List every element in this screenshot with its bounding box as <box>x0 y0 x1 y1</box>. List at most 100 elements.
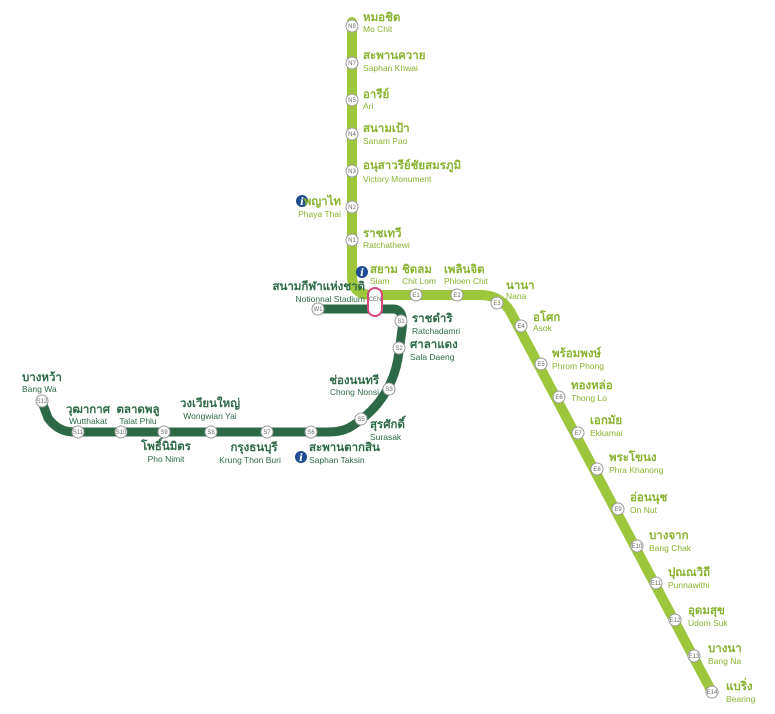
station-code: E11 <box>651 581 662 587</box>
station-name-th: พญาไท <box>304 194 342 208</box>
station-e8[interactable]: E8 พระโขนง Phra Khanong <box>590 449 664 476</box>
station-name-th: อุดมสุข <box>688 603 725 618</box>
station-code: N8 <box>348 24 356 30</box>
station-n3[interactable]: N3 อนุสาวรีย์ชัยสมรภูมิ Victory Monument <box>345 158 461 184</box>
station-name-th: สยาม <box>370 262 398 276</box>
station-s1[interactable]: S1 ราชดำริ Ratchadamri <box>394 311 460 336</box>
station-name-th: สะพานควาย <box>363 48 425 62</box>
station-code: E8 <box>593 467 601 473</box>
station-code: CEN <box>369 297 382 303</box>
station-cen-siam[interactable]: CEN i สยาม Siam <box>356 262 398 317</box>
station-name-th: หมอชิต <box>363 10 400 24</box>
station-name-en: Pho Nimit <box>148 454 185 464</box>
station-e12[interactable]: E12 อุดมสุข Udom Suk <box>668 603 728 628</box>
station-e10[interactable]: E10 บางจาก Bang Chak <box>630 528 692 553</box>
station-s9[interactable]: S9 โพธิ์นิมิตร Pho Nimit <box>140 425 192 464</box>
station-name-en: Krung Thon Buri <box>219 455 281 465</box>
station-code: E9 <box>614 507 622 513</box>
station-name-en: Bang Chak <box>649 543 692 553</box>
station-w1[interactable]: W1 สนามกีฬาแห่งชาติ Notionnal Stadium <box>272 279 365 316</box>
station-e6[interactable]: E6 ทองหล่อ Thong Lo <box>552 378 613 404</box>
station-name-en: Sala Daeng <box>410 352 455 362</box>
station-name-en: Saphan Taksin <box>309 455 365 465</box>
svg-text:i: i <box>360 268 364 279</box>
station-s7[interactable]: S7 กรุงธนบุรี Krung Thon Buri <box>219 425 281 465</box>
station-name-th: พระโขนง <box>609 449 657 464</box>
station-code: E7 <box>574 431 582 437</box>
station-name-th: สะพานตากสิน <box>309 440 380 454</box>
station-e4[interactable]: E4 อโศก Asok <box>514 309 560 333</box>
station-name-th: พร้อมพงษ์ <box>552 346 601 360</box>
station-name-th: สนามเป้า <box>363 121 410 135</box>
station-name-th: อนุสาวรีย์ชัยสมรภูมิ <box>363 158 461 173</box>
info-icon: i <box>296 195 308 208</box>
station-n7[interactable]: N7 สะพานควาย Saphan Khwai <box>345 48 425 73</box>
station-code: S7 <box>263 430 271 436</box>
station-code: E12 <box>670 618 681 624</box>
station-name-th: ราชดำริ <box>412 311 453 325</box>
station-name-th: ราชเทวี <box>363 226 401 240</box>
station-name-en: Punnawithi <box>668 580 710 590</box>
station-e7[interactable]: E7 เอกมัย Ekkamai <box>571 413 623 440</box>
station-name-en: Talat Phlu <box>119 416 157 426</box>
station-s2[interactable]: S2 ศาลาแดง Sala Daeng <box>392 337 458 362</box>
station-name-en: Wongwian Yai <box>183 411 237 421</box>
station-e3[interactable]: E3 นานา Nana <box>490 278 535 310</box>
station-name-en: Ari <box>363 101 374 111</box>
station-s5[interactable]: S5 สุรศักดิ์ Surasak <box>354 412 407 442</box>
station-s10[interactable]: S10 ตลาดพลู Talat Phlu <box>114 402 160 439</box>
sukhumvit-line <box>347 17 717 697</box>
station-name-th: เอกมัย <box>590 413 622 427</box>
station-e1[interactable]: E1 ชิดลม Chit Lom <box>402 262 436 302</box>
station-code: S10 <box>116 430 127 436</box>
station-name-th: ชิดลม <box>402 262 432 276</box>
station-code: S12 <box>37 399 48 405</box>
station-n8[interactable]: N8 หมอชิต Mo Chit <box>345 10 400 34</box>
station-n4[interactable]: N4 สนามเป้า Sanam Pao <box>345 121 410 146</box>
station-code: E2 <box>453 293 461 299</box>
station-name-en: Ratchathewi <box>363 240 410 250</box>
station-s12[interactable]: S12 บางหว้า Bang Wa <box>22 370 62 408</box>
station-name-en: Bang Na <box>708 656 741 666</box>
station-s3[interactable]: S3 ช่องนนทรี Chong Nonsi <box>329 373 396 397</box>
station-e13[interactable]: E13 บางนา Bang Na <box>687 641 742 666</box>
station-code: N3 <box>348 169 356 175</box>
station-code: N5 <box>348 98 356 104</box>
station-name-en: Wutthakat <box>69 416 108 426</box>
station-e11[interactable]: E11 ปุณณวิถี Punnawithi <box>649 565 710 590</box>
station-name-en: Surasak <box>370 432 402 442</box>
station-name-th: ช่องนนทรี <box>329 373 380 387</box>
station-name-th: บางหว้า <box>22 370 62 384</box>
station-code: N7 <box>348 61 356 67</box>
station-code: S2 <box>395 346 403 352</box>
station-name-th: ตลาดพลู <box>116 402 159 417</box>
station-name-en: Saphan Khwai <box>363 63 418 73</box>
station-e2[interactable]: E2 เพลินจิต Phloen Chit <box>444 262 489 302</box>
station-code: S9 <box>160 430 168 436</box>
station-name-th: กรุงธนบุรี <box>230 440 278 455</box>
station-name-th: เพลินจิต <box>444 262 485 276</box>
station-name-en: Siam <box>370 276 389 286</box>
station-code: E1 <box>412 293 420 299</box>
station-code: W1 <box>314 307 324 313</box>
station-code: E5 <box>537 362 545 368</box>
station-code: E6 <box>555 395 563 401</box>
station-name-th: นานา <box>506 278 535 292</box>
station-name-th: วุฒากาศ <box>66 402 111 417</box>
station-name-en: Sanam Pao <box>363 136 408 146</box>
station-n1[interactable]: N1 ราชเทวี Ratchathewi <box>345 226 410 250</box>
station-e9[interactable]: E9 อ่อนนุช On Nut <box>611 490 668 516</box>
station-name-th: ทองหล่อ <box>571 378 613 392</box>
station-e5[interactable]: E5 พร้อมพงษ์ Phrom Phong <box>534 346 604 371</box>
station-code: E10 <box>632 544 643 550</box>
station-n5[interactable]: N5 อารีย์ Ari <box>345 87 389 111</box>
svg-text:i: i <box>300 197 304 208</box>
station-name-en: Bearing <box>726 694 756 704</box>
station-s8[interactable]: S8 วงเวียนใหญ่ Wongwian Yai <box>180 396 240 439</box>
station-name-en: Phloen Chit <box>444 276 489 286</box>
station-e14[interactable]: E14 แบริ่ง Bearing <box>705 677 756 704</box>
station-s6[interactable]: S6 i สะพานตากสิน Saphan Taksin <box>295 425 380 465</box>
station-s11[interactable]: S11 วุฒากาศ Wutthakat <box>66 402 111 439</box>
station-n2[interactable]: N2 i พญาไท Phaya Thai <box>296 194 359 219</box>
